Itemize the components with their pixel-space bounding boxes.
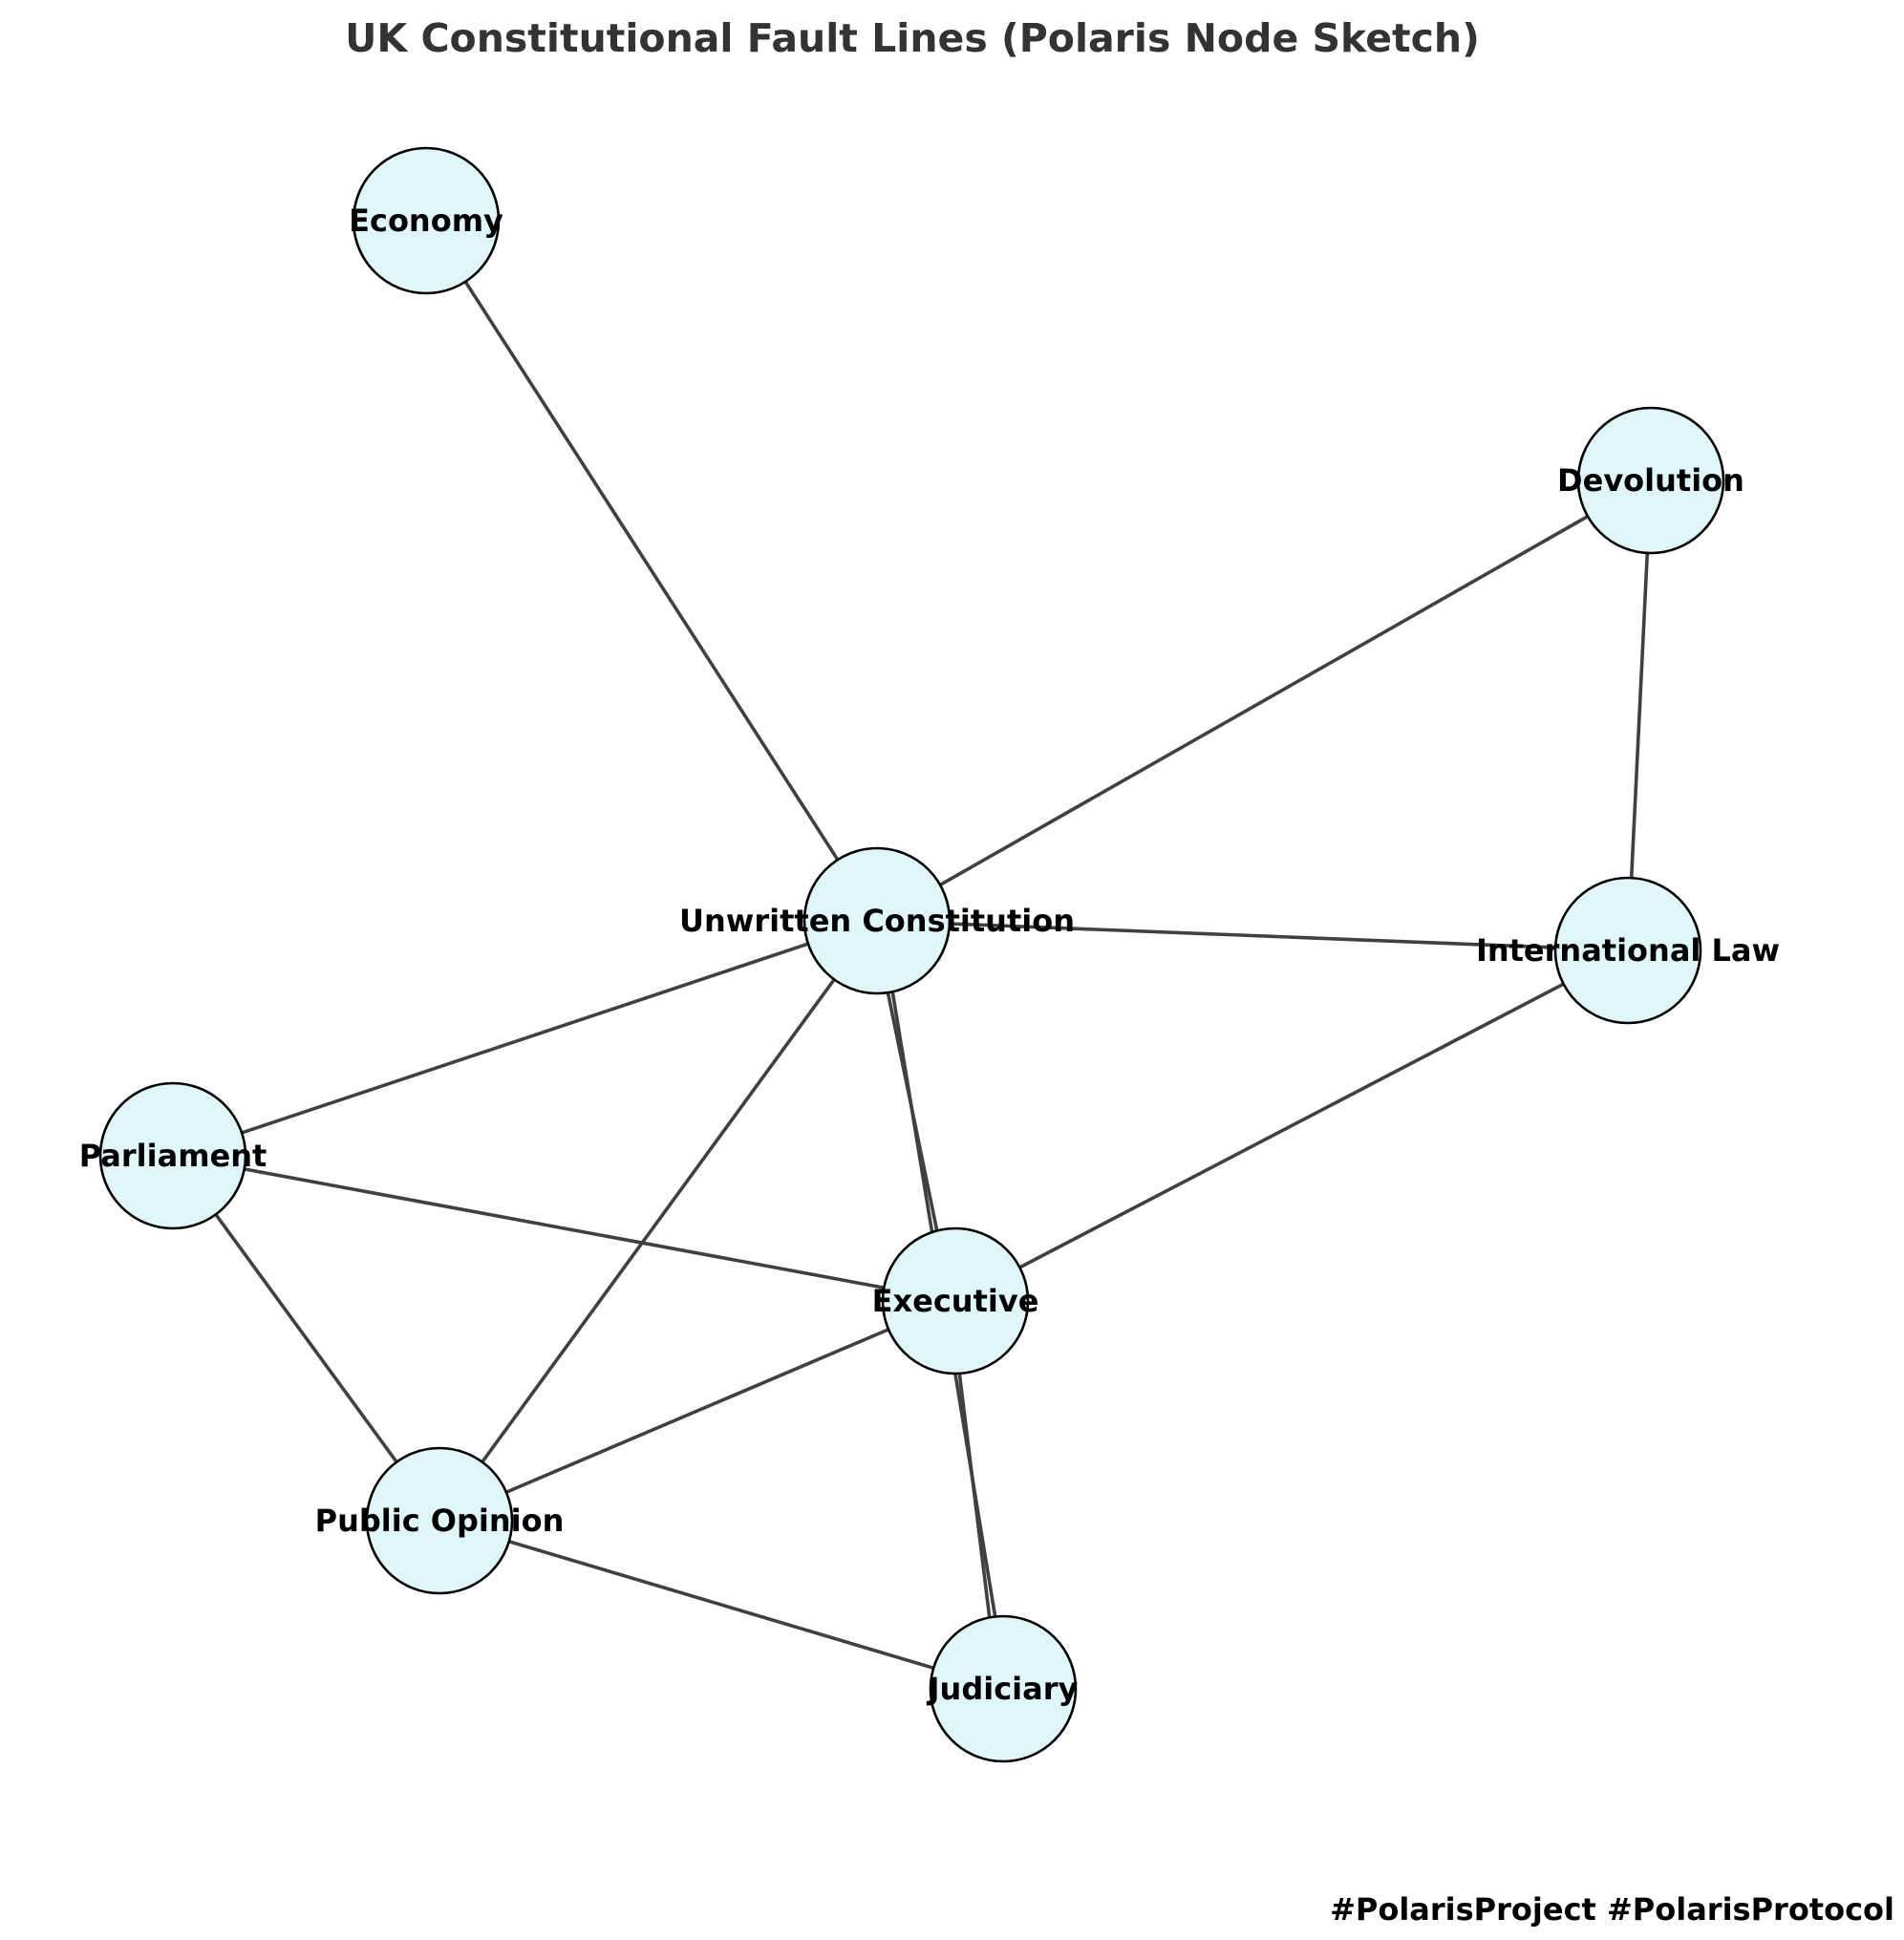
edge-executive-public (439, 1299, 956, 1523)
node-circle-parliament (98, 1081, 247, 1230)
hashtags-footer: #PolarisProject #PolarisProtocol (1330, 1891, 1894, 1928)
diagram-title: UK Constitutional Fault Lines (Polaris N… (345, 15, 1480, 61)
edge-parliament-executive (172, 1154, 956, 1303)
edge-intlaw-executive (954, 949, 1629, 1303)
node-circle-judiciary (929, 1614, 1078, 1763)
node-economy: Economy (349, 146, 503, 295)
node-circle-unwritten (802, 846, 952, 995)
node-intlaw: International Law (1476, 876, 1780, 1025)
node-label-economy: Economy (349, 203, 503, 239)
node-label-public: Public Opinion (315, 1503, 565, 1539)
node-circle-devolution (1576, 406, 1725, 555)
node-label-unwritten: Unwritten Constitution (679, 903, 1075, 939)
node-circle-public (365, 1446, 514, 1595)
node-executive: Executive (872, 1226, 1039, 1375)
node-label-intlaw: International Law (1476, 932, 1780, 969)
edge-devolution-intlaw (1626, 480, 1653, 951)
node-label-executive: Executive (872, 1283, 1039, 1319)
node-judiciary: Judiciary (927, 1614, 1079, 1763)
node-parliament: Parliament (79, 1081, 267, 1230)
node-label-parliament: Parliament (79, 1138, 267, 1174)
node-circle-economy (352, 146, 501, 295)
edge-economy-unwritten (424, 220, 879, 922)
edge-parliament-public (171, 1154, 441, 1523)
node-circle-intlaw (1553, 876, 1702, 1025)
edges-layer (171, 220, 1653, 1691)
edge-public-judiciary (439, 1519, 1004, 1691)
node-unwritten: Unwritten Constitution (679, 846, 1075, 995)
node-label-devolution: Devolution (1557, 462, 1744, 499)
edge-unwritten-parliament (172, 919, 878, 1158)
node-devolution: Devolution (1557, 406, 1744, 555)
edge-unwritten-intlaw (876, 919, 1629, 952)
node-circle-executive (881, 1226, 1030, 1375)
node-public: Public Opinion (315, 1446, 565, 1595)
edge-devolution-unwritten (876, 479, 1652, 923)
node-label-judiciary: Judiciary (927, 1671, 1079, 1707)
edge-unwritten-public (438, 919, 879, 1523)
